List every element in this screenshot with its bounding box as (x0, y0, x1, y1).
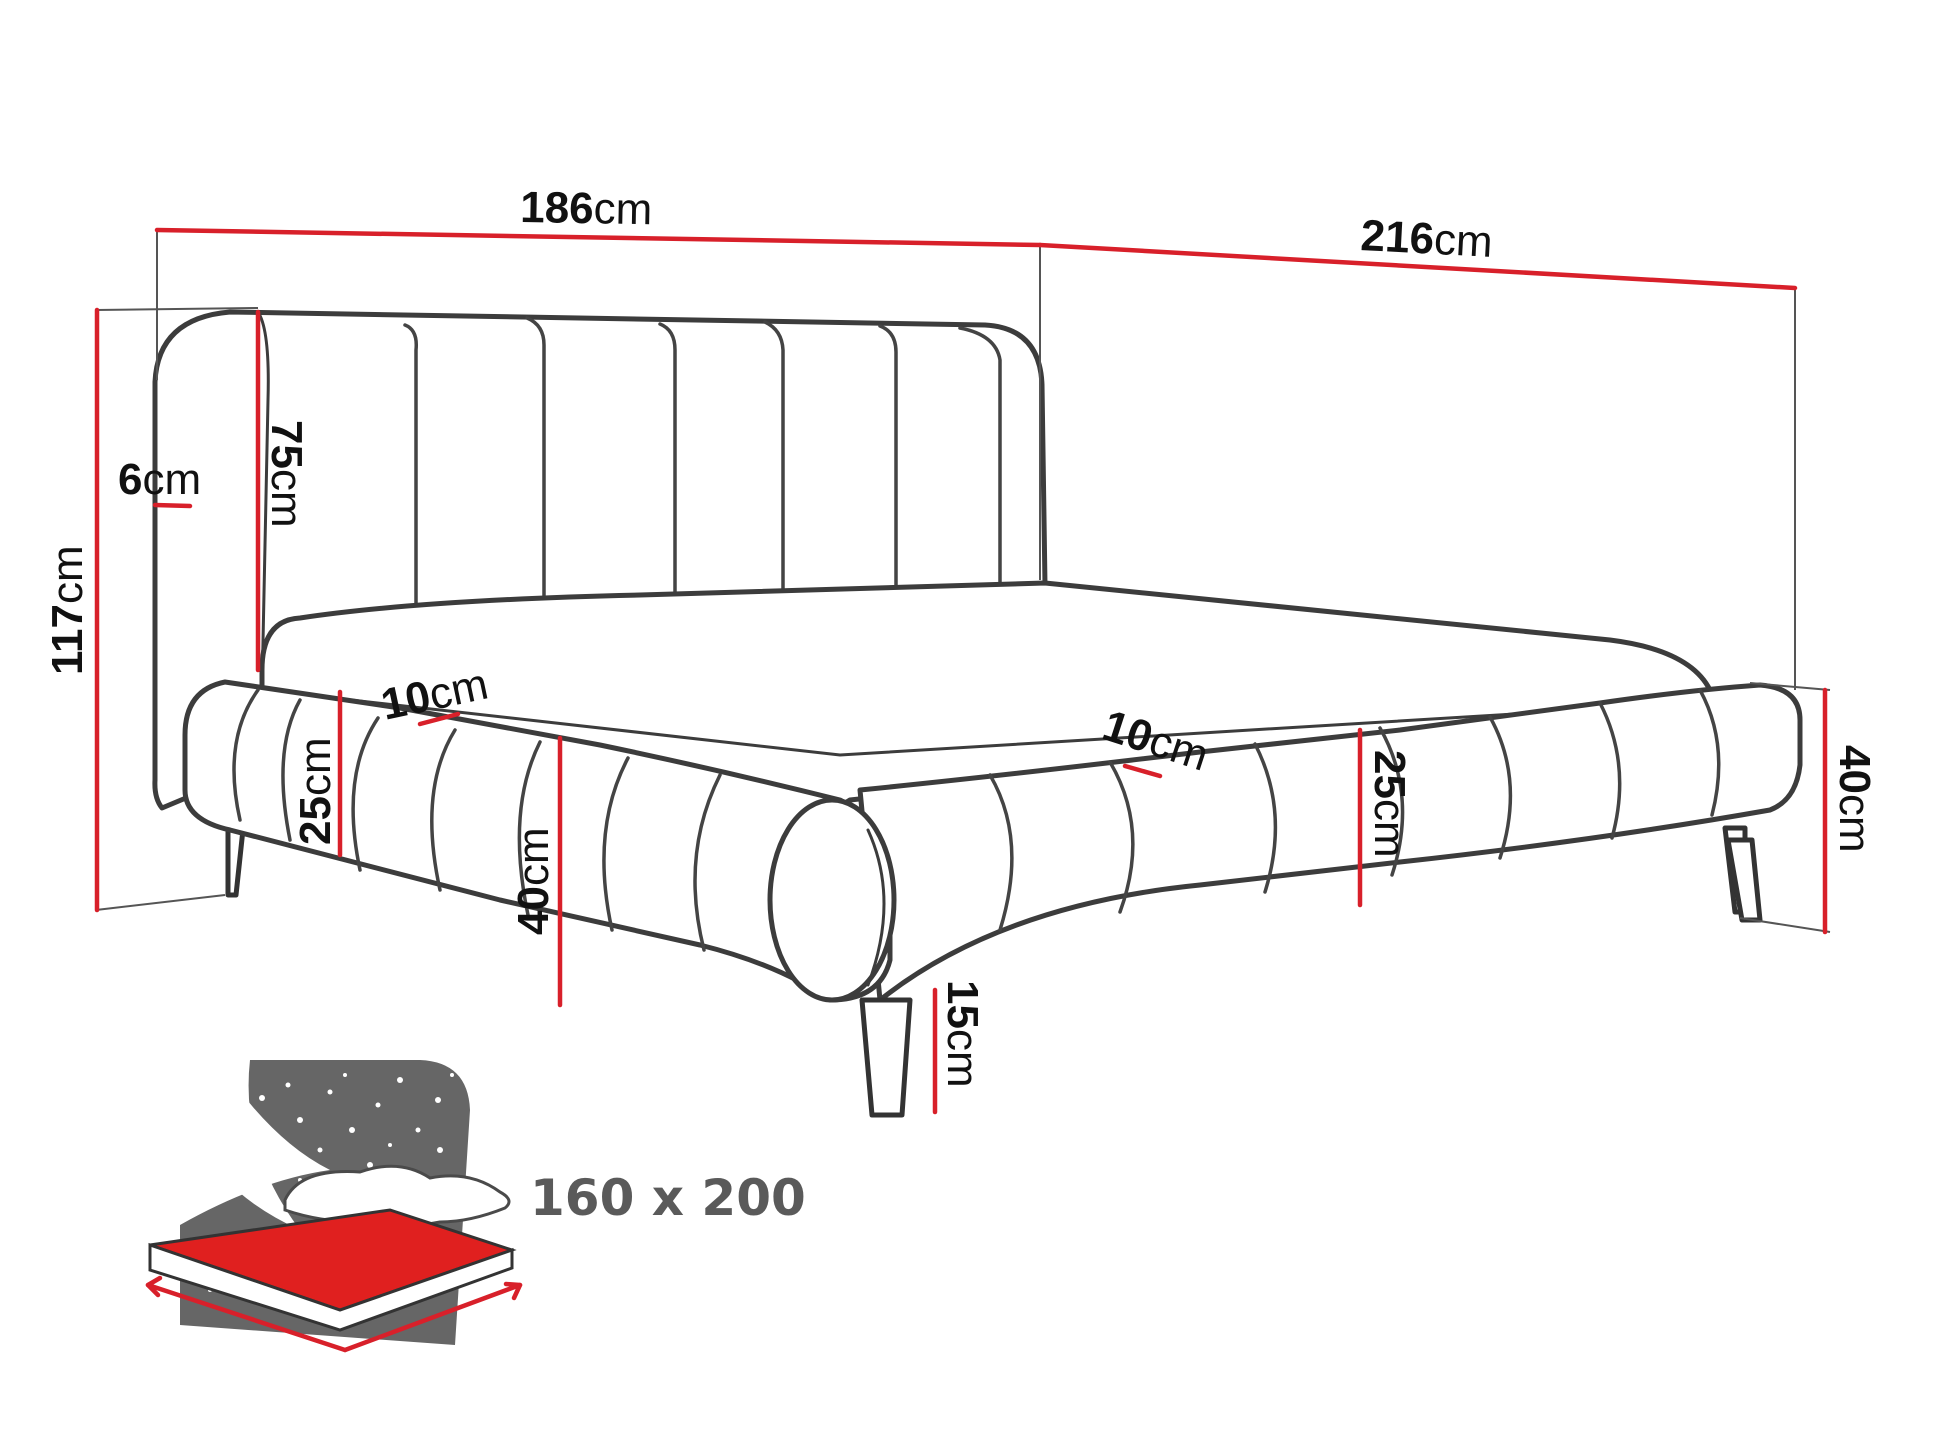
mattress-edge (260, 688, 1714, 757)
dim-line-roll-front (417, 711, 461, 727)
moon-crescent (180, 1060, 300, 1230)
dim-line-headboard-depth (152, 502, 193, 509)
headboard-side-seam (256, 310, 270, 692)
dimension-lines (94, 227, 1828, 1115)
label-total-height: 117cm (43, 545, 92, 675)
foot-rail-segments (232, 688, 722, 952)
front-center-leg (859, 997, 913, 1118)
rail-end-cap-inner (866, 828, 886, 987)
label-total-length: 216cm (1359, 211, 1493, 267)
label-frame-side: 40cm (1830, 745, 1879, 853)
side-rail-segments (988, 688, 1721, 932)
front-right-leg (1725, 837, 1763, 923)
label-headboard-depth: 6cm (118, 455, 201, 504)
dim-line-width (154, 227, 1043, 248)
label-headboard-height: 75cm (262, 420, 311, 528)
label-rail-front: 25cm (291, 737, 340, 845)
mattress-arrow-length (342, 1282, 523, 1353)
foot-rail (182, 679, 893, 1003)
extension-lines (95, 232, 1831, 933)
mattress-arrow-width (145, 1282, 348, 1353)
dim-line-length (1037, 242, 1798, 291)
star-icons (197, 1073, 454, 1292)
headboard-channels (403, 316, 1002, 610)
mattress-night-sky-icon: 160 x 200 (145, 1060, 806, 1353)
dim-line-roll-side (1122, 763, 1163, 779)
label-roll-front: 10cm (377, 659, 492, 729)
side-rail (857, 682, 1803, 1003)
rail-end-cap (767, 797, 897, 1003)
mattress-size-label: 160 x 200 (530, 1169, 806, 1227)
bed-outline-drawing (152, 309, 1803, 1118)
label-leg-height: 15cm (938, 980, 987, 1088)
label-total-width: 186cm (520, 183, 653, 234)
label-rail-side: 25cm (1365, 750, 1414, 858)
label-frame-front: 40cm (509, 827, 558, 935)
mattress-side (148, 1242, 514, 1332)
